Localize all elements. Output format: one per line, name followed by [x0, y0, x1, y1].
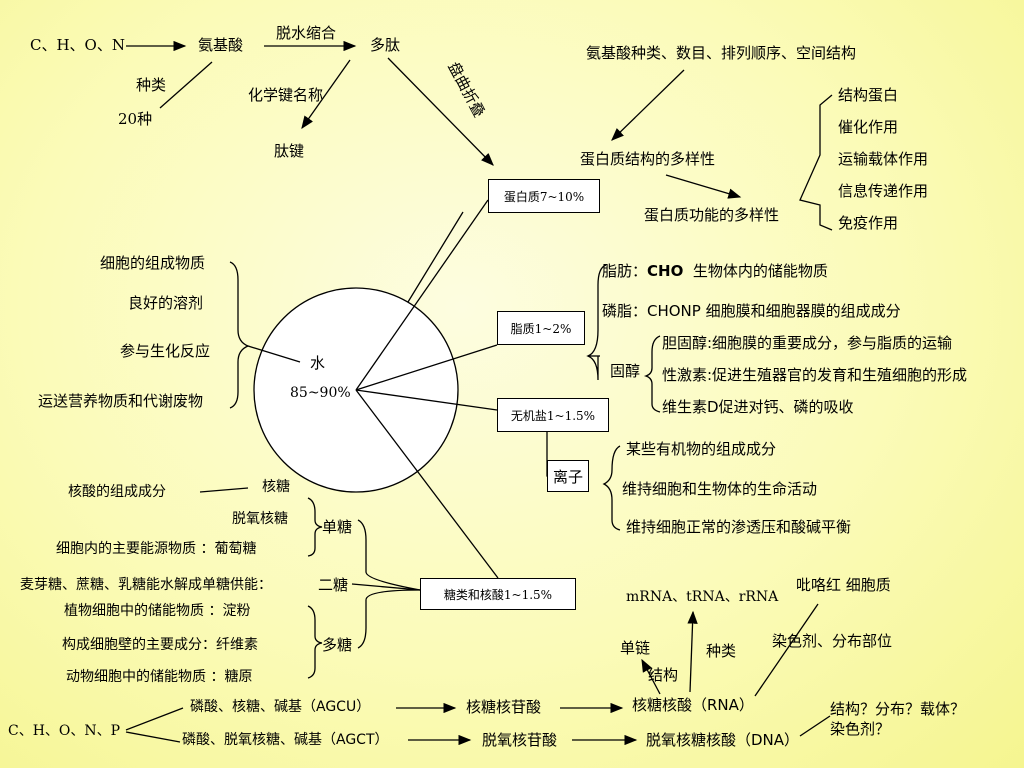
water-role-2: 参与生化反应 [120, 342, 211, 360]
protein-function-2: 运输载体作用 [838, 150, 929, 168]
arrow-peptide-to-bond [301, 59, 351, 130]
dna-components: 磷酸、脱氧核糖、碱基（AGCT） [182, 732, 389, 748]
monosaccharide-label: 单糖 [322, 518, 353, 536]
pie-line-salt [355, 389, 498, 411]
sex-hormone-row: 性激素:促进生殖器官的发育和生殖细胞的形成 [662, 366, 968, 384]
nucleic-component-label: 核酸的组成成分 [68, 484, 166, 500]
disaccharide-row: 麦芽糖、蔗糖、乳糖能水解成单糖供能： [20, 577, 272, 593]
rna-types-label: mRNA、tRNA、rRNA [626, 589, 779, 605]
arrow-rna-types [687, 610, 698, 693]
stain-location-label: 染色剂、分布部位 [772, 632, 893, 650]
water-role-1: 良好的溶剂 [128, 294, 204, 312]
rna-structure-label: 结构 [648, 666, 679, 684]
lipid-box: 脂质1~2% [497, 311, 585, 345]
salt-role-1: 维持细胞和生物体的生命活动 [622, 480, 818, 498]
stain-red-label: 吡咯红 细胞质 [796, 576, 891, 594]
protein-box: 蛋白质7~10% [488, 179, 600, 213]
line-ribose [199, 487, 249, 493]
pie-line-sugar [355, 389, 499, 579]
pie-sector-line [407, 211, 464, 303]
single-strand-label: 单链 [620, 639, 651, 657]
peptide-bond-label: 肽键 [274, 142, 305, 160]
polypeptide-label: 多肽 [370, 36, 401, 54]
arrow-cause-to-structure [611, 69, 685, 141]
cellulose-row: 构成细胞壁的主要成分：纤维素 [62, 637, 258, 653]
deoxynucleotide-label: 脱氧核苷酸 [482, 731, 558, 749]
rna-kind-label: 种类 [706, 642, 737, 660]
water-label: 水 [310, 354, 326, 372]
dna-questions: 结构？分布？载体？ [830, 700, 966, 718]
water-role-3: 运送营养物质和代谢废物 [38, 392, 204, 410]
salt-box: 无机盐1~1.5% [497, 398, 609, 432]
protein-function-0: 结构蛋白 [838, 86, 899, 104]
twenty-kinds-label: 20种 [118, 110, 153, 128]
arrow-structure-to-function [665, 174, 742, 199]
brace-sugar-poly [357, 589, 421, 649]
brace-mono [307, 497, 323, 557]
protein-structure-diversity: 蛋白质结构的多样性 [580, 150, 716, 168]
brace-sterol [643, 335, 661, 413]
water-percent: 85~90% [290, 385, 351, 401]
brace-sugar-mono [357, 519, 421, 591]
line-dna-questions [799, 715, 831, 737]
amino-acid-label: 氨基酸 [198, 36, 244, 54]
fat-row: 脂肪：CHO 生物体内的储能物质 [602, 264, 828, 279]
fat-prefix: 脂肪： [602, 262, 648, 280]
glycogen-row: 动物细胞中的储能物质 ：糖原 [66, 669, 253, 685]
rna-label: 核糖核酸（RNA） [632, 696, 754, 714]
arrow-peptide-to-protein [387, 57, 494, 166]
bond-name-label: 化学键名称 [248, 86, 324, 104]
dehydration-label: 脱水缩合 [276, 24, 337, 42]
line-np-dna [125, 731, 181, 743]
brace-ion [602, 445, 621, 531]
water-role-0: 细胞的组成物质 [100, 254, 206, 272]
kind-label: 种类 [136, 76, 167, 94]
ribose-label: 核糖 [262, 479, 290, 495]
polysaccharide-label: 多糖 [322, 636, 353, 654]
line-amino-kind [159, 61, 213, 109]
pie-line-lipid [355, 344, 498, 391]
elements-chon: C、H、O、N [30, 36, 125, 54]
protein-function-diversity: 蛋白质功能的多样性 [644, 206, 780, 224]
fat-description: 生物体内的储能物质 [692, 262, 828, 280]
starch-row: 植物细胞中的储能物质 ：淀粉 [64, 603, 251, 619]
line-rna-stain [754, 603, 819, 697]
arrow-single-strand [641, 658, 661, 695]
dna-stain-question: 染色剂？ [830, 720, 891, 738]
pie-line-protein [355, 199, 489, 391]
salt-role-2: 维持细胞正常的渗透压和酸碱平衡 [626, 518, 852, 536]
brace-functions [799, 94, 833, 231]
line-water-roles [247, 345, 301, 363]
line-np-rna [125, 707, 184, 731]
protein-function-4: 免疫作用 [838, 214, 899, 232]
brace-lipid [586, 264, 607, 381]
ribonucleotide-label: 核糖核苷酸 [466, 698, 542, 716]
rna-components: 磷酸、核糖、碱基（AGCU） [190, 699, 371, 715]
cholesterol-row: 胆固醇:细胞膜的重要成分，参与脂质的运输 [662, 334, 953, 352]
sugar-nucleic-box: 糖类和核酸1~1.5% [420, 578, 576, 610]
sterol-label: 固醇 [610, 362, 641, 380]
protein-function-3: 信息传递作用 [838, 182, 929, 200]
elements-chonp: C、H、O、N、P [8, 723, 121, 739]
dna-label: 脱氧核糖核酸（DNA） [646, 731, 800, 749]
protein-structure-cause: 氨基酸种类、数目、排列顺序、空间结构 [586, 44, 857, 62]
vitamin-d-row: 维生素D促进对钙、磷的吸收 [662, 398, 854, 416]
phospholipid-row: 磷脂：CHONP 细胞膜和细胞器膜的组成成分 [602, 302, 901, 320]
fat-elements: CHO [647, 262, 684, 280]
brace-poly [307, 605, 323, 679]
ion-box: 离子 [547, 460, 589, 492]
disaccharide-label: 二糖 [318, 576, 349, 594]
glucose-row: 细胞内的主要能源物质 ：葡萄糖 [56, 541, 257, 557]
brace-water-roles [229, 261, 250, 409]
protein-function-1: 催化作用 [838, 118, 899, 136]
line-sugar-di [351, 583, 421, 591]
deoxyribose-label: 脱氧核糖 [232, 511, 288, 527]
salt-role-0: 某些有机物的组成成分 [626, 440, 777, 458]
